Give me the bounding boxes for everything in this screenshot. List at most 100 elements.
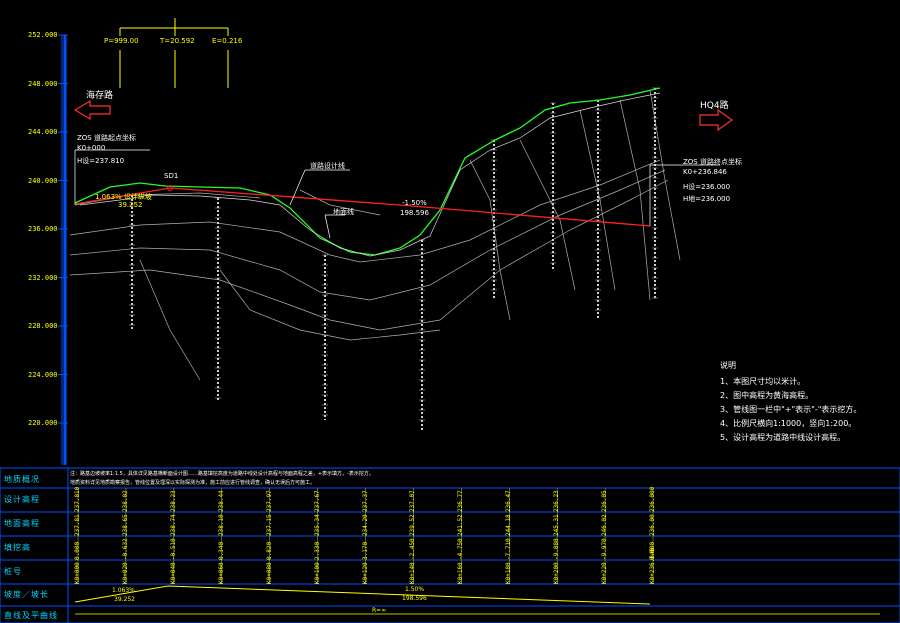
right-grade-label: -1.50% xyxy=(402,199,427,207)
note-item: 1、本图尺寸均以米计。 xyxy=(720,377,806,386)
cell-stations: K0+180 xyxy=(505,562,513,584)
cell-stations: K0+100 xyxy=(313,562,321,584)
cell-fill_cut: 3.170 xyxy=(361,541,369,560)
borehole xyxy=(129,194,135,330)
y-tick-label: 228.000 xyxy=(28,322,58,330)
cell-design_elev: 237.37 xyxy=(361,490,369,512)
cell-stations: K0+080 xyxy=(265,562,273,584)
cell-ground_elev: 237.15 xyxy=(265,514,273,536)
ground-line-secondary xyxy=(79,92,661,257)
cell-fill_cut: -7.710 xyxy=(505,538,513,560)
right-grade-length: 198.596 xyxy=(400,209,429,217)
cell-ground_elev: 234.20 xyxy=(361,514,369,536)
row-label: 地质概况 xyxy=(4,475,40,484)
grade-change-point xyxy=(167,185,173,191)
y-axis xyxy=(61,35,67,465)
borehole xyxy=(491,139,497,300)
left-arrow-icon xyxy=(73,99,111,121)
top-marker-e: E=0.216 xyxy=(212,37,243,45)
start-point-station: K0+000 xyxy=(77,144,106,152)
cell-ground_elev: 238.74 xyxy=(169,514,177,536)
cell-stations: K0+040 xyxy=(169,562,177,584)
cell-fill_cut: 0.000 xyxy=(74,541,81,560)
cell-ground_elev: 237.81 xyxy=(74,514,81,536)
left-grade-length: 39.252 xyxy=(118,201,143,209)
borehole xyxy=(550,102,556,270)
cell-fill_cut: -0.632 xyxy=(121,538,129,560)
y-tick-label: 248.000 xyxy=(28,79,58,88)
borehole xyxy=(215,197,221,400)
ground-line-label: 地面线 xyxy=(333,208,354,216)
note-item: 2、图中高程为黄海高程。 xyxy=(720,391,814,400)
y-tick-label: 240.000 xyxy=(28,176,58,185)
cell-ground_elev: 236.00 xyxy=(649,514,656,536)
design-line xyxy=(74,187,651,227)
cell-design_elev: 238.23 xyxy=(169,490,177,512)
table-station-ticks xyxy=(77,488,654,584)
borehole xyxy=(652,87,658,300)
bottom-len-right: 198.596 xyxy=(402,595,427,602)
cell-stations: K0+060 xyxy=(217,562,225,584)
cell-ground_elev: 239.52 xyxy=(409,514,417,536)
cell-ground_elev: 238.65 xyxy=(121,514,129,536)
end-point-ground-elev: H地=236.000 xyxy=(683,195,731,203)
cell-fill_cut: 2.330 xyxy=(313,541,321,560)
right-direction-label: HQ4路 xyxy=(700,101,729,111)
y-tick-label: 236.000 xyxy=(28,225,58,233)
note-item: 4、比例尺横向1:1000，竖向1:200。 xyxy=(720,419,857,428)
top-marker-p: P=999.00 xyxy=(104,37,139,45)
bottom-grade-left: 1.063% xyxy=(112,587,135,594)
cell-fill_cut: -9.080 xyxy=(553,538,561,560)
bottom-len-left: 39.252 xyxy=(114,596,135,603)
strata-lines xyxy=(69,89,681,381)
cell-design_elev: 238.44 xyxy=(217,490,225,512)
notes-title: 说明 xyxy=(720,361,736,370)
left-direction-label: 海存路 xyxy=(86,91,114,101)
cell-design_elev: 236.23 xyxy=(553,490,561,512)
cell-design_elev: 236.05 xyxy=(601,490,609,512)
cell-fill_cut: 0.820 xyxy=(265,541,273,560)
leader-lines xyxy=(74,149,720,239)
cell-stations: K0+120 xyxy=(361,562,369,584)
cell-stations: K0+160 xyxy=(457,562,465,584)
design-line-label: 道路设计线 xyxy=(310,162,345,170)
end-point-design-elev: H设=236.000 xyxy=(683,183,731,191)
y-tick-label: 252.000 xyxy=(28,31,58,39)
curve-label: R=∞ xyxy=(372,607,387,614)
cell-design_elev: 237.97 xyxy=(265,490,273,512)
table-note-1: 注：路基边坡坡率1:1.5，具体详见路基横断面设计图……路基填挖高度为道路中线处… xyxy=(70,471,374,477)
cell-stations: K0+140 xyxy=(409,562,417,584)
borehole xyxy=(419,239,425,430)
y-tick-label: 220.000 xyxy=(28,419,58,427)
note-item: 3、管线图一栏中"+"表示"-"表示挖方。 xyxy=(720,405,862,414)
end-point-title: ZOS 道路终点坐标 xyxy=(683,158,742,166)
cell-fill_cut: 0.340 xyxy=(217,541,225,560)
start-point-title: ZOS 道路起点坐标 xyxy=(77,134,136,142)
cell-stations: K0+236.846 xyxy=(649,547,656,584)
cell-design_elev: 236.77 xyxy=(457,490,465,512)
row-label: 地面高程 xyxy=(4,519,40,528)
note-item: 5、设计高程为道路中线设计高程。 xyxy=(720,433,846,442)
row-label: 填挖高 xyxy=(4,543,31,552)
cell-fill_cut: -2.450 xyxy=(409,538,417,560)
cell-ground_elev: 245.31 xyxy=(553,514,561,536)
bottom-grade-right: 1.50% xyxy=(405,586,425,593)
cell-stations: K0+220 xyxy=(601,562,609,584)
sd-label: SD1 xyxy=(164,172,179,180)
cell-design_elev: 237.67 xyxy=(313,490,321,512)
y-tick-label: 244.000 xyxy=(28,128,58,136)
y-axis-ticks xyxy=(58,34,68,424)
cell-stations: K0+020 xyxy=(121,562,129,584)
start-point-elev: H设=237.810 xyxy=(77,157,125,165)
cell-ground_elev: 235.34 xyxy=(313,514,321,536)
row-label: 桩号 xyxy=(4,567,22,576)
cell-fill_cut: -4.750 xyxy=(457,538,465,560)
borehole xyxy=(595,99,601,320)
cell-stations: K0+200 xyxy=(553,562,561,584)
cell-stations: K0+000 xyxy=(74,562,81,584)
cell-fill_cut: -9.970 xyxy=(601,538,609,560)
top-marker-t: T=20.592 xyxy=(160,37,195,45)
end-point-station: K0+236.846 xyxy=(683,168,727,176)
cell-ground_elev: 246.02 xyxy=(601,514,609,536)
